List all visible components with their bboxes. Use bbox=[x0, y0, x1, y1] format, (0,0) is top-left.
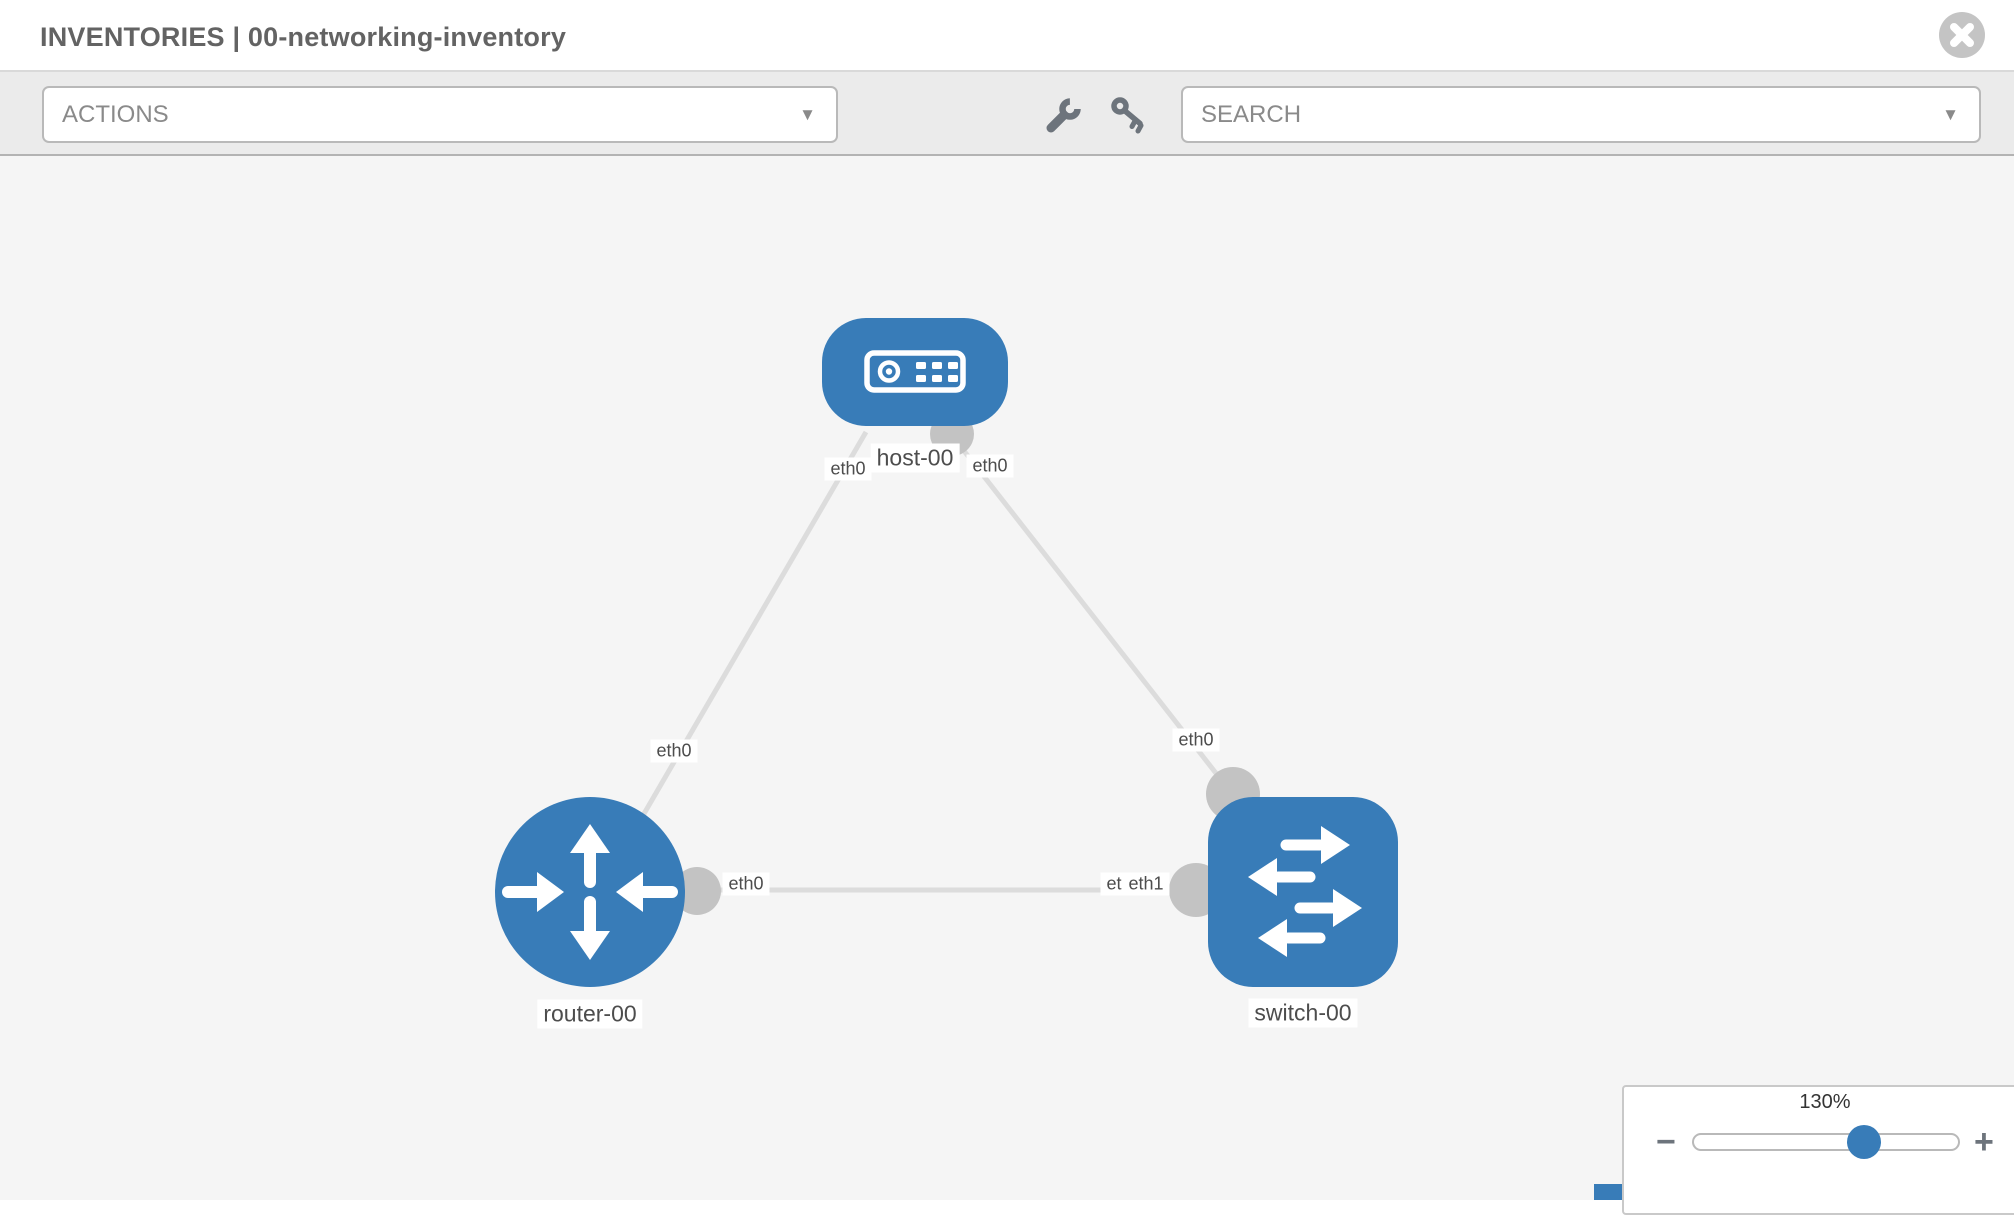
key-icon bbox=[1111, 97, 1144, 134]
interface-dot-router bbox=[673, 867, 721, 915]
actions-dropdown-value: ACTIONS bbox=[62, 101, 169, 128]
zoom-level-readout: 130% bbox=[1799, 1091, 1851, 1113]
zoom-slider-track[interactable] bbox=[1692, 1133, 1960, 1151]
topology-canvas[interactable] bbox=[0, 156, 2014, 1200]
port-label-host-eth0-right: eth0 bbox=[966, 454, 1014, 478]
port-label-host-eth0-left: eth0 bbox=[824, 457, 872, 481]
zoom-in-button[interactable]: + bbox=[1974, 1123, 1994, 1161]
server-icon bbox=[864, 350, 966, 393]
switch-node-label: switch-00 bbox=[1248, 998, 1358, 1028]
search-dropdown[interactable]: SEARCH ▼ bbox=[1181, 86, 1981, 143]
modal-header: INVENTORIES | 00-networking-inventory bbox=[0, 0, 2014, 72]
wrench-icon bbox=[1046, 98, 1081, 133]
tools-button[interactable] bbox=[1039, 90, 1087, 138]
router-node[interactable] bbox=[495, 797, 685, 987]
actions-dropdown[interactable]: ACTIONS ▼ bbox=[42, 86, 838, 143]
page-title: INVENTORIES | 00-networking-inventory bbox=[40, 22, 567, 52]
zoom-slider-handle[interactable] bbox=[1847, 1125, 1881, 1159]
host-node[interactable] bbox=[822, 318, 1008, 426]
key-button[interactable] bbox=[1104, 90, 1152, 138]
router-arrows-icon bbox=[502, 824, 678, 960]
search-placeholder: SEARCH bbox=[1201, 101, 1302, 128]
router-node-label: router-00 bbox=[537, 999, 643, 1029]
zoom-out-button[interactable]: − bbox=[1656, 1123, 1676, 1161]
zoom-control-panel: 130% − + bbox=[1622, 1085, 2014, 1215]
chevron-down-icon: ▼ bbox=[1942, 105, 1959, 124]
switch-node[interactable] bbox=[1208, 797, 1398, 987]
host-node-label: host-00 bbox=[870, 443, 960, 473]
switch-arrows-icon bbox=[1248, 826, 1362, 957]
close-icon bbox=[1950, 23, 1974, 47]
bottom-edge-element bbox=[1594, 1184, 1626, 1200]
chevron-down-icon: ▼ bbox=[799, 105, 816, 124]
toolbar: ACTIONS ▼ SEARCH ▼ bbox=[0, 72, 2014, 156]
port-label-router-eth0-top: eth0 bbox=[650, 739, 698, 763]
port-label-switch-eth1: eth1 bbox=[1122, 872, 1170, 896]
close-button[interactable] bbox=[1939, 12, 1985, 58]
link-host-router bbox=[617, 430, 869, 857]
port-label-router-eth0-right: eth0 bbox=[722, 872, 770, 896]
port-label-switch-eth0-top: eth0 bbox=[1172, 728, 1220, 752]
